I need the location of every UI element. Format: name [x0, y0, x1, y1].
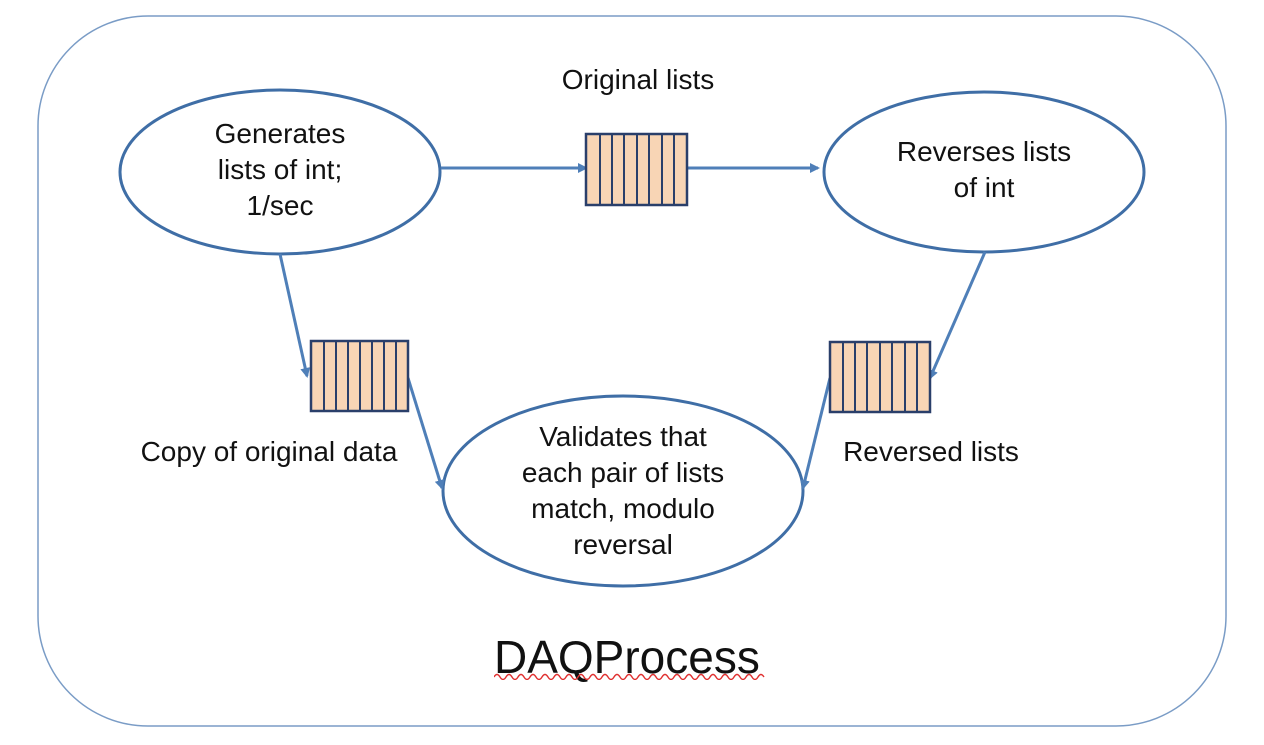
validator-line-3: match, modulo	[531, 493, 715, 524]
validator-node-text: Validates that each pair of lists match,…	[473, 416, 773, 566]
validator-line-2: each pair of lists	[521, 457, 725, 488]
spellcheck-underline	[494, 673, 765, 680]
validator-line-4: reversal	[573, 529, 673, 560]
arrow-reversed-queue-to-validator	[800, 377, 832, 490]
reverser-line-1: Reverses lists	[896, 136, 1072, 167]
arrow-reverser-to-reversed-queue	[928, 251, 987, 380]
process-title: DAQProcess	[494, 631, 760, 683]
queue-copy-of-original	[309, 339, 410, 413]
generator-line-1: Generates	[214, 118, 346, 149]
generator-line-2: lists of int;	[217, 154, 343, 185]
reverser-node-text: Reverses lists of int	[854, 130, 1114, 210]
generator-line-3: 1/sec	[246, 190, 314, 221]
arrow-generator-to-copy-queue	[278, 253, 311, 378]
validator-line-1: Validates that	[539, 421, 707, 452]
validator-node	[441, 394, 805, 588]
queue-reversed-lists	[828, 340, 932, 414]
queue-label-reversed-lists: Reversed lists	[843, 436, 1019, 467]
queue-label-original-lists: Original lists	[561, 64, 715, 95]
queue-label-copy-of-original: Copy of original data	[140, 436, 398, 467]
reverser-line-2: of int	[953, 172, 1015, 203]
arrow-copy-queue-to-validator	[406, 377, 445, 490]
generator-node-text: Generates lists of int; 1/sec	[160, 112, 400, 228]
queue-original-lists	[584, 132, 689, 207]
